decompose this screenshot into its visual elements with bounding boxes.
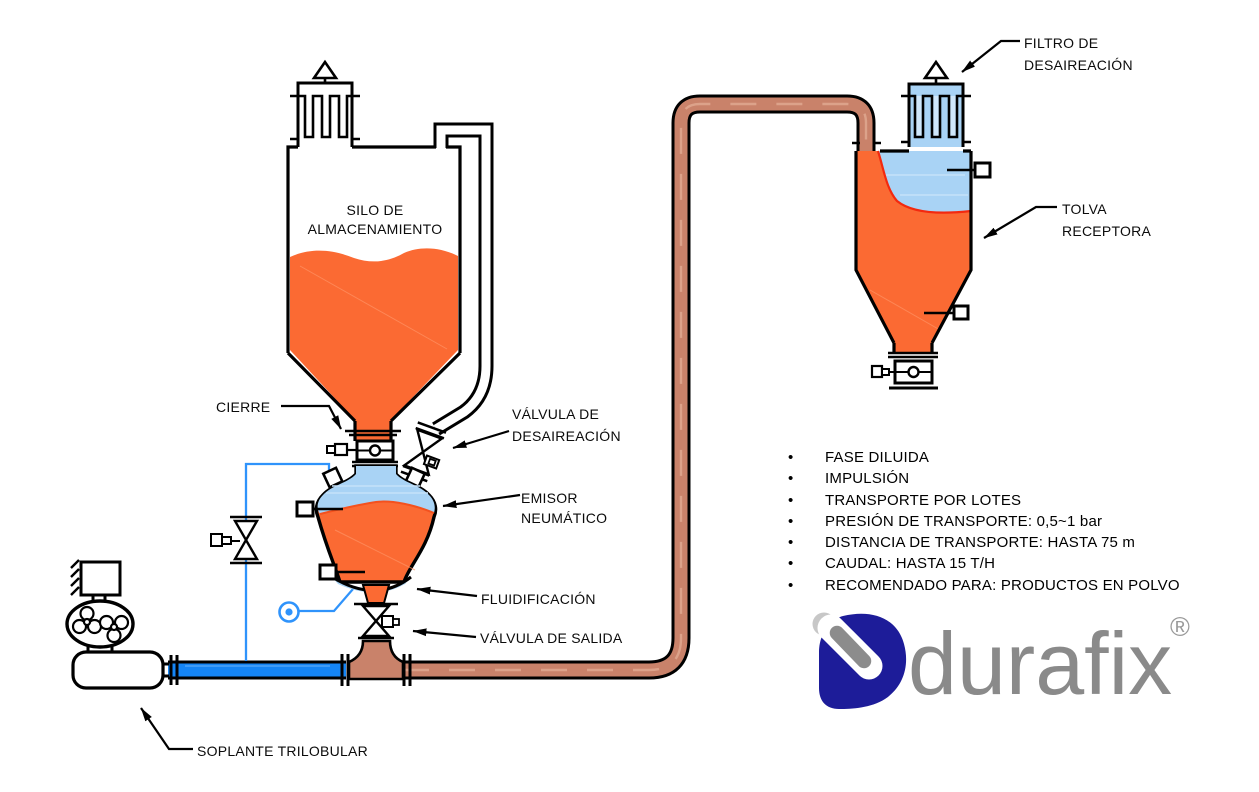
spec-list: • FASE DILUIDA • IMPULSIÓN • TRANSPORTE … — [788, 447, 1180, 596]
filtro-desaireacion-label: FILTRO DE DESAIREACIÓN — [1024, 35, 1133, 73]
bullet-icon: • — [788, 491, 794, 509]
outlet-valve-icon — [354, 602, 400, 640]
level-sensor-icon — [924, 304, 970, 321]
conveying-pipe — [403, 94, 876, 680]
silo-relief-valve-icon — [311, 59, 339, 83]
level-sensor-icon — [947, 161, 992, 179]
silo-vent-filter-icon — [290, 81, 360, 147]
bullet-icon: • — [788, 576, 794, 594]
list-item: • RECOMENDADO PARA: PRODUCTOS EN POLVO — [788, 575, 1180, 596]
bullet-icon: • — [788, 449, 794, 466]
spec-text: IMPULSIÓN — [825, 470, 910, 488]
rotary-valve-icon — [870, 359, 938, 390]
spec-text: TRANSPORTE POR LOTES — [825, 491, 1022, 509]
storage-silo-vessel — [286, 59, 494, 441]
rotor-right — [98, 614, 130, 644]
spec-text: CAUDAL: HASTA 15 T/H — [825, 555, 996, 573]
list-item: • IMPULSIÓN — [788, 468, 1180, 489]
hopper-relief-valve-icon — [922, 59, 950, 83]
spec-text: DISTANCIA DE TRANSPORTE: HASTA 75 m — [825, 534, 1136, 552]
list-item: • CAUDAL: HASTA 15 T/H — [788, 553, 1180, 574]
list-item: • PRESIÓN DE TRANSPORTE: 0,5~1 bar — [788, 511, 1180, 532]
pneumatic-emitter-vessel — [295, 464, 438, 604]
cierre-label: CIERRE — [216, 399, 271, 415]
air-valve-icon — [210, 515, 262, 565]
tee-junction — [169, 639, 412, 686]
list-item: • DISTANCIA DE TRANSPORTE: HASTA 75 m — [788, 532, 1180, 553]
trilobe-blower-icon — [65, 559, 169, 690]
bypass-duct — [432, 122, 494, 436]
registered-trademark-icon: ® — [1170, 612, 1190, 642]
fluidificacion-label: FLUIDIFICACIÓN — [481, 591, 596, 607]
pressure-gauge-icon — [278, 588, 354, 623]
spec-text: PRESIÓN DE TRANSPORTE: 0,5~1 bar — [825, 512, 1103, 530]
valvula-desaireacion-label: VÁLVULA DE DESAIREACIÓN — [512, 406, 621, 444]
list-item: • TRANSPORTE POR LOTES — [788, 490, 1180, 511]
deaeration-valve-icon — [400, 421, 447, 483]
spec-text: RECOMENDADO PARA: PRODUCTOS EN POLVO — [825, 576, 1180, 594]
bullet-icon: • — [788, 512, 794, 530]
air-pipe — [168, 660, 346, 680]
durafix-logo-mark — [812, 612, 907, 709]
hopper-filter-icon — [901, 82, 971, 147]
closure-valve-icon — [326, 439, 398, 468]
spec-text: FASE DILUIDA — [825, 449, 930, 466]
leader-lines — [140, 39, 1057, 751]
emisor-neumatico-label: EMISOR NEUMÁTICO — [521, 490, 608, 526]
receiving-hopper — [852, 59, 992, 390]
rotor-left — [71, 605, 103, 635]
bullet-icon: • — [788, 534, 794, 552]
soplante-label: SOPLANTE TRILOBULAR — [197, 743, 368, 759]
silo-label: SILO DE ALMACENAMIENTO — [307, 202, 443, 237]
bullet-icon: • — [788, 555, 794, 573]
list-item: • FASE DILUIDA — [788, 447, 1180, 468]
tolva-receptora-label: TOLVA RECEPTORA — [1062, 201, 1152, 239]
fluidization-dish — [331, 575, 412, 604]
valvula-salida-label: VÁLVULA DE SALIDA — [480, 630, 623, 646]
level-sensor-icon — [295, 500, 343, 518]
durafix-wordmark: durafix — [908, 614, 1173, 713]
bullet-icon: • — [788, 470, 794, 488]
level-sensor-icon — [318, 563, 365, 581]
